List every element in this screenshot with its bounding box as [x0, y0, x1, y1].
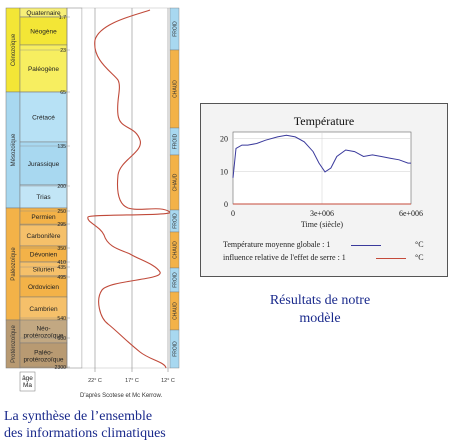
age-label: 435	[57, 265, 66, 271]
period-label: Permien	[31, 214, 56, 221]
paleo-temperature-plot	[81, 7, 171, 369]
paleo-temperature-curve	[87, 9, 171, 369]
climate-band-label: FROID	[173, 341, 179, 357]
left-caption: La synthèse de l’ensemble des informatio…	[4, 409, 166, 441]
era-label: Paléozoïque	[11, 247, 17, 281]
period-label: Néogène	[30, 29, 57, 36]
age-label: 135	[57, 144, 66, 150]
period-label: Trias	[36, 194, 51, 201]
period-label: Jurassique	[28, 161, 60, 168]
model-y-tick-label: 20	[220, 135, 228, 144]
period-label: Dévonien	[30, 252, 58, 259]
model-chart-title: Température	[293, 114, 355, 128]
temperature-axis-label: 22° C	[88, 378, 102, 384]
age-label: 1.7	[59, 15, 66, 21]
legend-label-temperature: Température moyenne globale : 1	[223, 240, 331, 249]
age-label: 350	[57, 246, 66, 252]
legend-swatch-greenhouse	[376, 258, 406, 259]
model-x-tick-label: 6e+006	[399, 209, 423, 218]
legend-swatch-temperature	[351, 245, 381, 246]
geologic-timescale-diagram: CénozoïqueMésozoïquePaléozoïqueProtérozo…	[5, 7, 180, 392]
age-label: 540	[57, 316, 66, 322]
climate-band	[169, 329, 180, 369]
model-y-tick-label: 0	[224, 200, 228, 209]
period-label: Silurien	[33, 267, 55, 274]
period-label: Cambrien	[29, 306, 58, 313]
age-label: 495	[57, 275, 66, 281]
climate-band-label: CHAUD	[173, 241, 179, 259]
age-label: 295	[57, 222, 66, 228]
period-block	[19, 44, 68, 93]
right-caption: Résultats de notre modèle	[269, 293, 371, 326]
age-label: 410	[57, 260, 66, 266]
period-label: Quaternaire	[26, 10, 61, 17]
climate-band-label: FROID	[173, 133, 179, 149]
model-x-tick-label: 0	[231, 209, 235, 218]
period-label: Ordovicien	[28, 284, 59, 291]
model-x-tick-label: 3e+006	[310, 209, 334, 218]
climate-band-label: FROID	[173, 272, 179, 288]
age-label: 65	[60, 90, 66, 96]
period-label: Crétacé	[32, 115, 55, 122]
model-x-axis-title: Time (siècle)	[301, 220, 343, 229]
period-label: Carbonifère	[27, 233, 61, 240]
age-label: 600	[57, 336, 66, 342]
series-line-temperature	[232, 134, 411, 178]
age-label: 200	[57, 184, 66, 190]
age-label: 2300	[54, 365, 66, 371]
period-label: Néo-protérozoïque	[23, 326, 63, 340]
age-label: 23	[60, 48, 66, 54]
period-block	[19, 342, 68, 369]
temperature-axis-label: 17° C	[125, 378, 139, 384]
age-column	[66, 7, 83, 369]
era-label: Mésozoïque	[11, 133, 17, 166]
legend-label-greenhouse: influence relative de l'effet de serre :…	[223, 253, 346, 262]
legend-item-temperature: Température moyenne globale : 1	[223, 240, 330, 249]
period-label: Paléogène	[28, 66, 59, 73]
climate-band-label: FROID	[173, 213, 179, 229]
era-label: Cénozoïque	[11, 33, 17, 66]
era-label: Protérozoïque	[11, 324, 17, 362]
climate-band-label: CHAUD	[173, 173, 179, 191]
model-y-tick-label: 10	[220, 167, 228, 176]
age-unit-box	[19, 371, 36, 392]
climate-band-label: CHAUD	[173, 80, 179, 98]
climate-band-label: FROID	[173, 21, 179, 37]
legend-unit-temperature: °C	[415, 240, 424, 249]
legend-item-greenhouse: influence relative de l'effet de serre :…	[223, 253, 346, 262]
climate-band-label: CHAUD	[173, 302, 179, 320]
period-label: Paléo-protérozoïque	[23, 350, 63, 364]
legend-unit-greenhouse: °C	[415, 253, 424, 262]
credit-text: D'après Scotese et Mc Kerrow.	[80, 393, 163, 399]
temperature-axis-label: 12° C	[161, 378, 175, 384]
period-block	[19, 141, 68, 186]
age-label: 250	[57, 209, 66, 215]
